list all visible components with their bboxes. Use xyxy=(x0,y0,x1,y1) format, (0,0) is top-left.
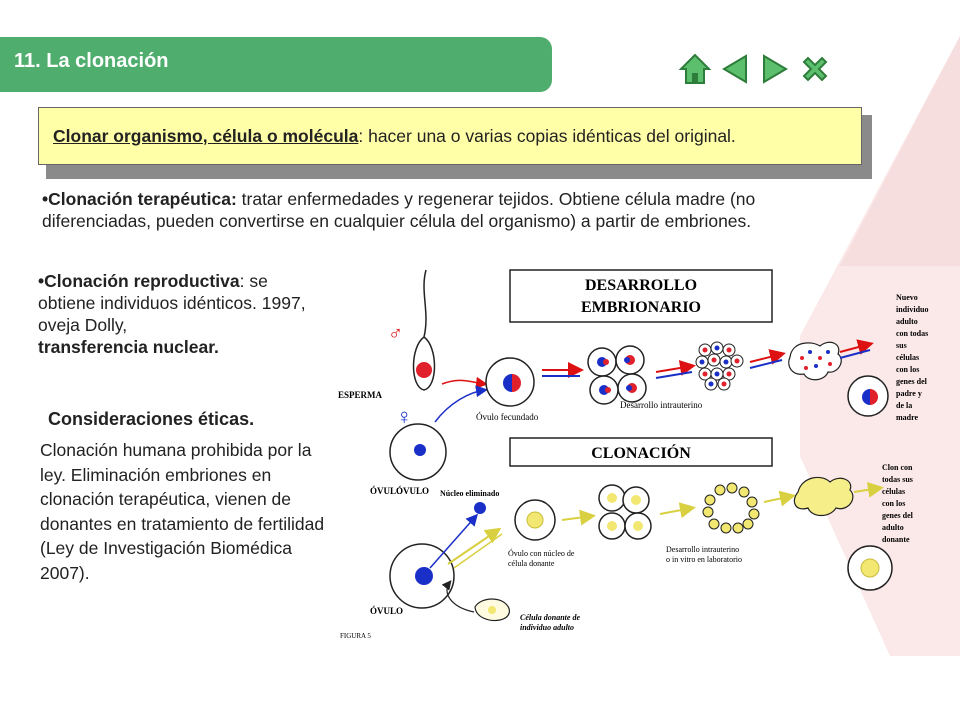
next-icon xyxy=(763,54,788,84)
nucleo-eliminado xyxy=(474,502,486,514)
definition-text: : hacer una o varias copias idénticas de… xyxy=(358,125,736,146)
reproductiva-text: se obtiene individuos idénticos. 1997, o… xyxy=(38,271,306,335)
box-desarrollo-l1: DESARROLLO xyxy=(585,277,697,294)
arrow-bottom-3 xyxy=(763,490,796,507)
morula-nuclei xyxy=(699,345,740,387)
clone-blastocyst xyxy=(702,482,760,534)
terapeutica-text: tratar enfermedades y regenerar tejidos.… xyxy=(42,189,756,231)
prev-button[interactable] xyxy=(718,52,752,86)
ovulo-bottom-nucleus xyxy=(415,567,433,585)
box-clonacion xyxy=(509,437,773,467)
home-icon xyxy=(678,53,712,84)
ovulo-top-nucleus xyxy=(414,444,426,456)
cloning-diagram: DESARROLLO EMBRIONARIO ♂ ESPERMA ♀ ÓVULO… xyxy=(338,269,930,640)
home-button[interactable] xyxy=(678,52,712,86)
definition-box: Clonar organismo, célula o molécula: hac… xyxy=(38,107,862,165)
sperm-nucleus xyxy=(416,362,432,378)
eticas-title: Consideraciones éticas. xyxy=(48,409,255,429)
donor-cell-nucleus xyxy=(488,606,496,614)
arrow-bottom-2 xyxy=(659,502,696,519)
fetus-dots xyxy=(800,350,832,370)
box-desarrollo xyxy=(509,269,773,323)
box-desarrollo-l2: EMBRIONARIO xyxy=(581,299,701,316)
arrow-insert-nucleus xyxy=(447,527,502,565)
close-icon xyxy=(802,56,828,82)
clone-cell-nucleus xyxy=(860,558,880,578)
ovulo-nucleo-donante-nucleus xyxy=(526,511,544,529)
esperma-label: ESPERMA xyxy=(338,390,383,400)
fetus-blob xyxy=(788,341,842,381)
four-cell-embryo xyxy=(587,345,647,405)
ovulo-nucleo-label: Óvulo con núcleo de célula donante xyxy=(508,548,576,568)
ovulo-bottom-label: ÓVULO xyxy=(370,486,403,496)
nuevo-nucleus-red xyxy=(870,389,878,405)
reproductiva-colon: : xyxy=(239,271,245,291)
desarrollo-intrauterino-label: Desarrollo intrauterino xyxy=(620,400,703,410)
reproductiva-label: •Clonación reproductiva xyxy=(38,271,240,291)
arrow-top-3 xyxy=(749,349,786,365)
arrow-bottom-1 xyxy=(561,509,596,526)
nav-toolbar xyxy=(678,52,832,86)
nuevo-nucleus-blue xyxy=(862,389,870,405)
arrow-insert-nucleus-b xyxy=(453,533,503,569)
nuevo-individuo-label: Nuevo individuo adulto con todas sus cél… xyxy=(896,293,930,422)
fertilized-nucleus-blue xyxy=(503,374,512,392)
ovulo-fecundado-label: Óvulo fecundado xyxy=(476,412,539,422)
prev-icon xyxy=(722,54,747,84)
close-button[interactable] xyxy=(798,52,832,86)
arrow-top-2b xyxy=(655,371,693,379)
definition-term: Clonar organismo, célula o molécula xyxy=(53,125,359,146)
terapeutica-label: •Clonación terapéutica: xyxy=(42,189,237,209)
arrow-sperm xyxy=(441,376,488,389)
page-title: 11. La clonación xyxy=(14,50,169,72)
clon-label: Clon con todas sus células con los genes… xyxy=(882,463,915,544)
arrow-remove-nucleus xyxy=(429,513,478,569)
arrow-top-4 xyxy=(839,339,874,355)
nucleo-eliminado-label: Núcleo eliminado xyxy=(440,489,499,498)
arrow-donor xyxy=(441,580,475,613)
box-clonacion-label: CLONACIÓN xyxy=(591,443,691,462)
arrow-top-2 xyxy=(655,360,696,376)
celula-donante-label: Célula donante de individuo adulto xyxy=(520,613,582,632)
desarrollo-lab-label: Desarrollo intrauterino o in vitro en la… xyxy=(666,545,742,564)
next-button[interactable] xyxy=(758,52,792,86)
arrow-top-3b xyxy=(749,359,783,369)
fertilized-nucleus-red xyxy=(512,374,521,392)
clone-four-cell xyxy=(598,484,652,540)
female-symbol: ♀ xyxy=(396,404,413,429)
clone-fetus xyxy=(793,476,854,517)
ovulo-bottom-label2: ÓVULO xyxy=(370,606,403,616)
sperm-tail xyxy=(423,269,427,338)
reproductiva-bold: transferencia nuclear. xyxy=(38,337,219,357)
male-symbol: ♂ xyxy=(388,323,403,345)
arrow-bottom-4 xyxy=(853,481,884,498)
arrow-top-4b xyxy=(839,349,871,359)
reproductiva-paragraph: •Clonación reproductiva: se obtiene indi… xyxy=(38,270,328,358)
terapeutica-paragraph: •Clonación terapéutica: tratar enfermeda… xyxy=(42,188,862,232)
arrow-egg xyxy=(434,385,488,423)
figura-label: FIGURA 5 xyxy=(340,632,371,640)
ovulo-top-label: ÓVULO xyxy=(396,486,429,496)
eticas-text: Clonación humana prohibida por la ley. E… xyxy=(40,440,325,583)
header-bar xyxy=(0,37,552,92)
